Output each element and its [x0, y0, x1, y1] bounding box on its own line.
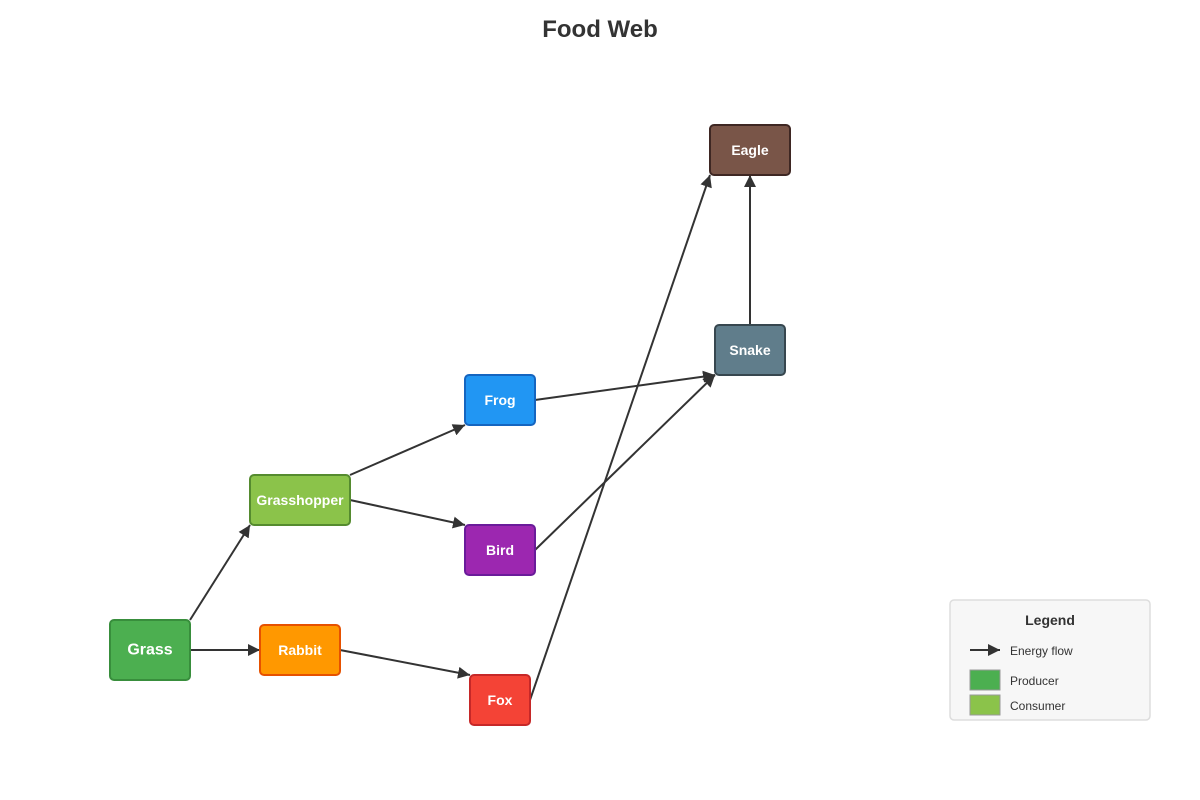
- edge-rabbit-to-fox: [339, 649, 471, 679]
- edge-fox-to-eagle: [529, 174, 712, 701]
- node-eagle: Eagle: [709, 124, 791, 176]
- node-box-snake: [714, 324, 786, 376]
- node-bird: Bird: [464, 524, 536, 576]
- node-fox: Fox: [469, 674, 531, 726]
- node-rabbit: Rabbit: [259, 624, 341, 676]
- edge-grasshopper-to-bird: [349, 499, 466, 529]
- edges-layer: [189, 174, 756, 701]
- node-label-fox: Fox: [488, 692, 513, 708]
- node-box-grasshopper: [249, 474, 351, 526]
- node-label-rabbit: Rabbit: [278, 642, 322, 658]
- edge-frog-to-snake: [534, 370, 716, 401]
- node-box-fox: [469, 674, 531, 726]
- node-label-grass: Grass: [127, 642, 172, 659]
- node-label-frog: Frog: [484, 392, 515, 408]
- diagram-title: Food Web: [542, 16, 658, 43]
- legend-label-energy-flow: Energy flow: [1010, 644, 1073, 658]
- edge-bird-to-snake: [534, 374, 716, 551]
- legend-title: Legend: [1025, 612, 1075, 628]
- legend-swatch-consumer: [969, 694, 1001, 716]
- edge-grasshopper-to-frog: [349, 424, 466, 476]
- node-label-bird: Bird: [486, 542, 514, 558]
- node-box-rabbit: [259, 624, 341, 676]
- node-box-frog: [464, 374, 536, 426]
- legend-label-producer: Producer: [1010, 674, 1059, 688]
- node-label-eagle: Eagle: [731, 142, 769, 158]
- node-label-grasshopper: Grasshopper: [256, 492, 344, 508]
- node-snake: Snake: [714, 324, 786, 376]
- node-box-bird: [464, 524, 536, 576]
- node-box-grass: [109, 619, 191, 681]
- legend-swatch-producer: [969, 669, 1001, 691]
- node-label-snake: Snake: [729, 342, 770, 358]
- node-box-eagle: [709, 124, 791, 176]
- edge-grass-to-grasshopper: [189, 524, 251, 621]
- node-grass: Grass: [109, 619, 191, 681]
- legend-label-consumer: Consumer: [1010, 699, 1065, 713]
- node-frog: Frog: [464, 374, 536, 426]
- node-grasshopper: Grasshopper: [249, 474, 351, 526]
